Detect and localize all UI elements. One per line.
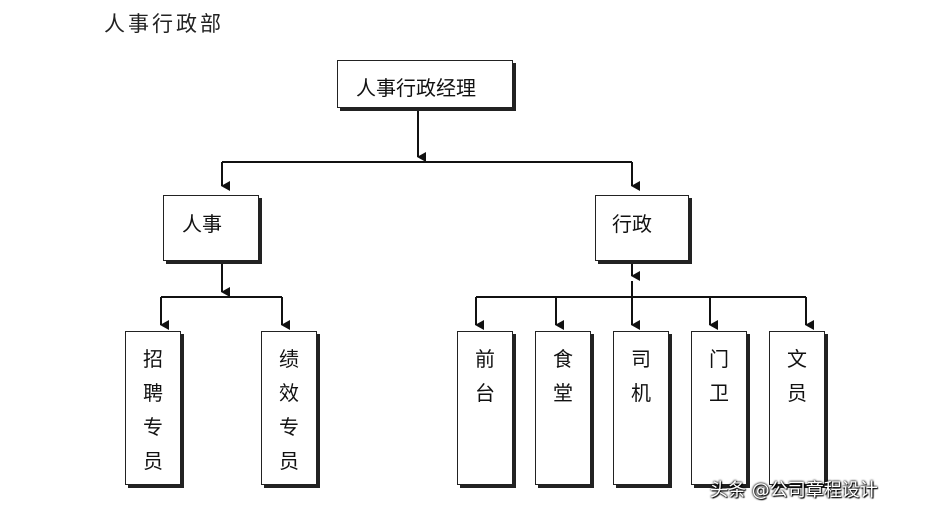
node-driver: 司机: [613, 331, 669, 485]
department-title: 人事行政部: [104, 12, 224, 36]
node-guard-label: 门卫: [709, 347, 729, 405]
node-recruiter-label: 招聘专员: [143, 347, 163, 473]
node-hr: 人事: [163, 195, 259, 261]
node-driver-label: 司机: [631, 347, 651, 405]
node-clerk-label: 文员: [787, 347, 807, 405]
node-canteen: 食堂: [535, 331, 591, 485]
node-hr-label: 人事: [182, 212, 222, 236]
node-performance-label: 绩效专员: [279, 347, 299, 473]
watermark-text: 头条 @公司章程设计: [710, 480, 878, 501]
node-root: 人事行政经理: [337, 60, 513, 108]
node-guard: 门卫: [691, 331, 747, 485]
node-root-label: 人事行政经理: [356, 76, 476, 100]
node-performance: 绩效专员: [261, 331, 317, 485]
node-frontdesk-label: 前台: [475, 347, 495, 405]
node-clerk: 文员: [769, 331, 825, 485]
node-admin-label: 行政: [612, 212, 652, 236]
node-frontdesk: 前台: [457, 331, 513, 485]
node-admin: 行政: [595, 195, 689, 261]
node-recruiter: 招聘专员: [125, 331, 181, 485]
node-canteen-label: 食堂: [553, 347, 573, 405]
